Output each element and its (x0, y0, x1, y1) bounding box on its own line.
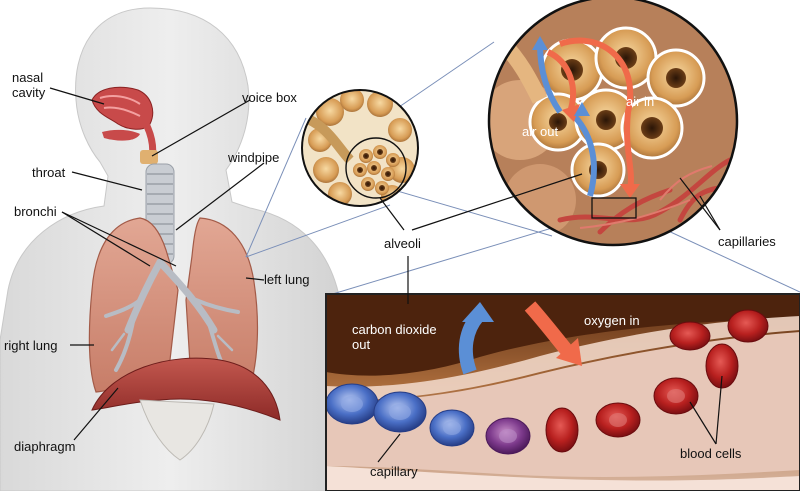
leader-lines (49, 87, 723, 463)
alveoli-detail-icon (487, 0, 739, 247)
label-oxygen-in: oxygen in (584, 313, 640, 328)
label-left-lung: left lung (264, 272, 310, 287)
label-throat: throat (32, 165, 66, 180)
nasal-cavity-shape (91, 86, 158, 164)
capillary-cross-section-icon (325, 293, 800, 491)
label-capillaries: capillaries (718, 234, 776, 249)
label-blood-cells: blood cells (680, 446, 742, 461)
label-capillary: capillary (370, 464, 418, 479)
label-air-out: air out (522, 124, 559, 139)
label-nasal-cavity: nasal cavity (12, 70, 46, 100)
voice-box-shape (140, 150, 158, 164)
diaphragm-shape (91, 357, 281, 461)
bronchi-shape (104, 258, 240, 372)
label-alveoli: alveoli (384, 236, 421, 251)
label-right-lung: right lung (4, 338, 58, 353)
label-carbon-dioxide-out: carbon dioxide out (352, 322, 437, 352)
alveoli-cluster-icon (301, 89, 419, 207)
label-diaphragm: diaphragm (14, 439, 76, 454)
label-air-in: air in (626, 94, 655, 109)
label-windpipe: windpipe (228, 150, 280, 165)
label-voice-box: voice box (242, 90, 297, 105)
label-bronchi: bronchi (14, 204, 57, 219)
